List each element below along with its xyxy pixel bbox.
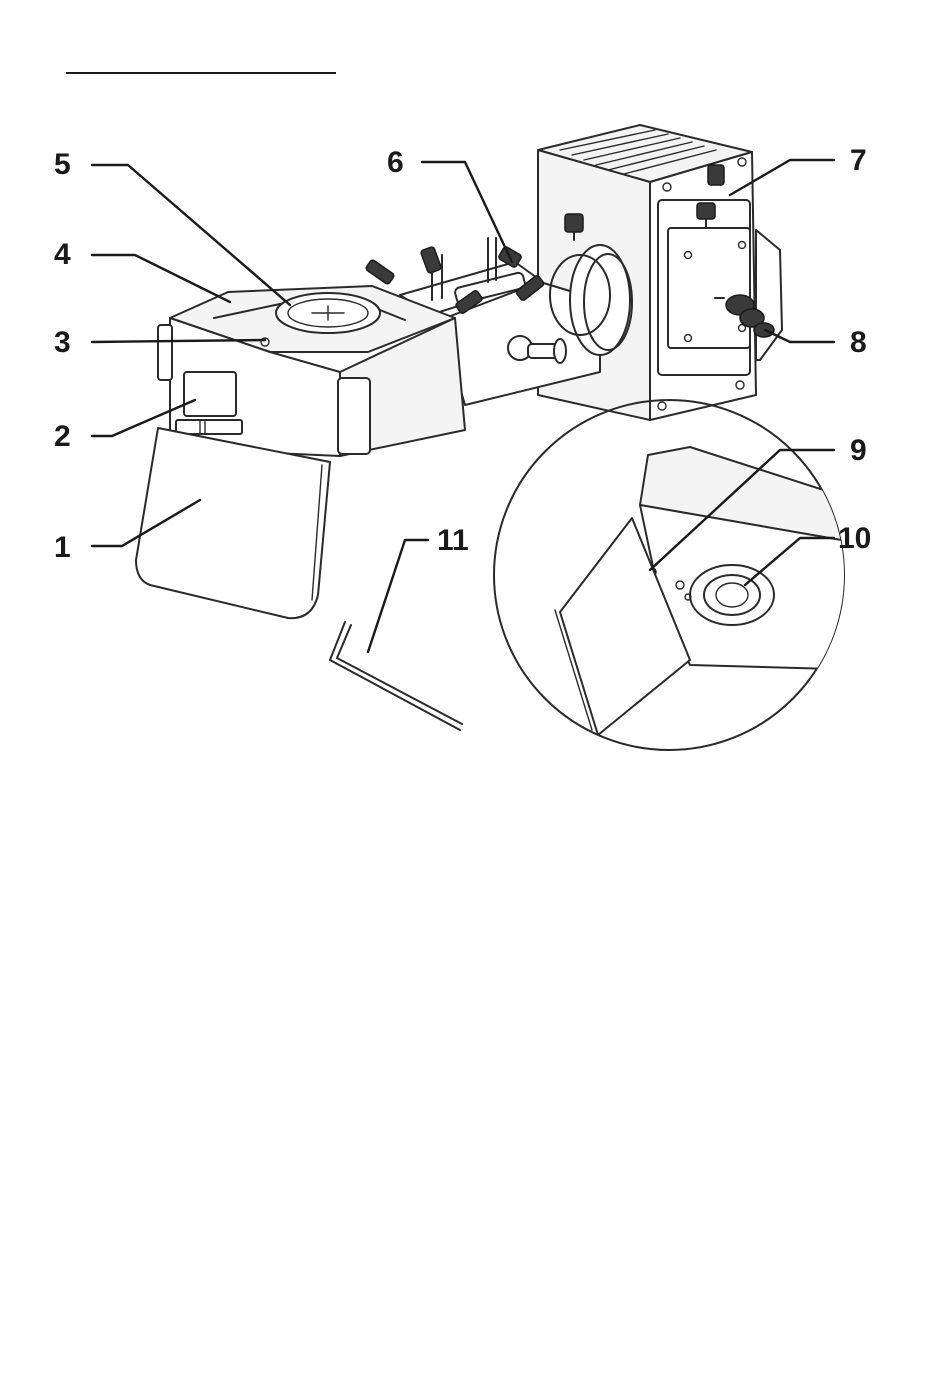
inset-detail <box>494 400 870 750</box>
callout-2: 2 <box>54 420 71 453</box>
protective-shield <box>136 428 330 618</box>
callout-11: 11 <box>437 524 469 557</box>
callout-6: 6 <box>387 146 404 179</box>
callout-3: 3 <box>54 326 71 359</box>
callout-9: 9 <box>850 434 867 467</box>
callout-5: 5 <box>54 148 71 181</box>
callout-10: 10 <box>838 522 871 555</box>
callout-1: 1 <box>54 531 71 564</box>
callout-4: 4 <box>54 238 71 271</box>
front-housing <box>158 286 465 456</box>
callout-8: 8 <box>850 326 867 359</box>
hex-key-icon <box>330 622 462 730</box>
callout-7: 7 <box>850 144 867 177</box>
